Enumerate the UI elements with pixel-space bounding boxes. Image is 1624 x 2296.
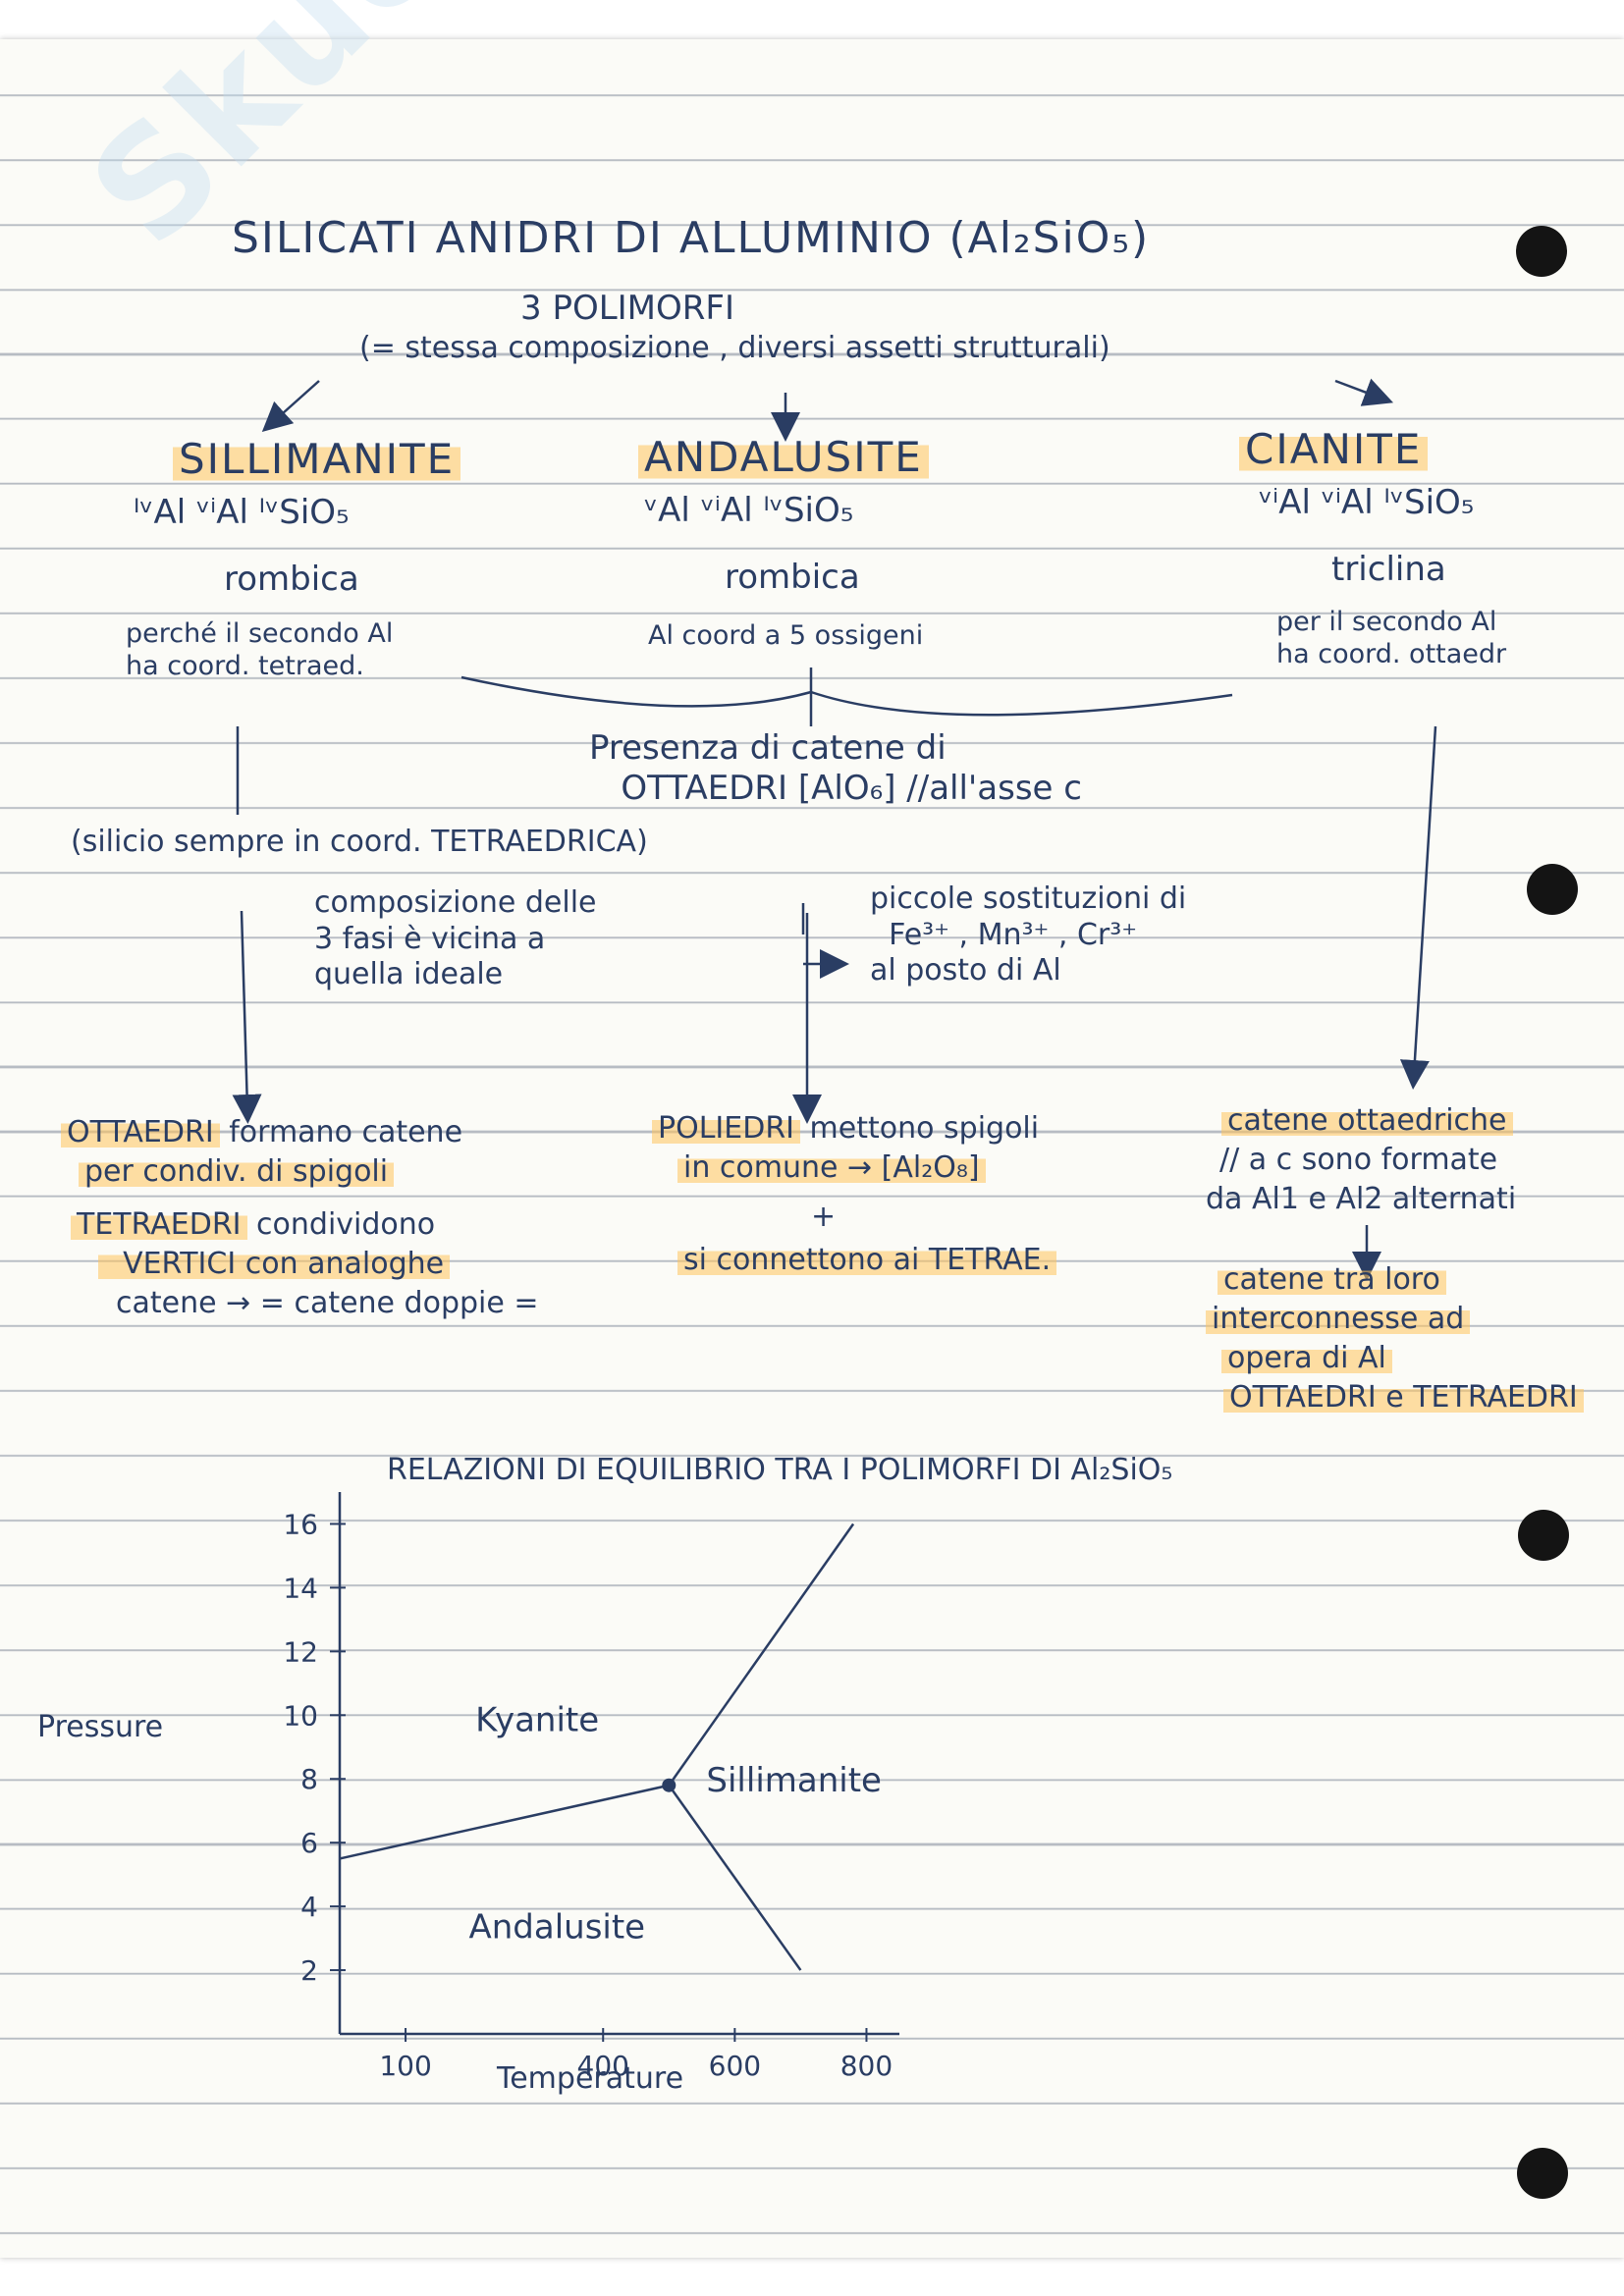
substitutions-note: piccole sostituzioni di Fe³⁺ , Mn³⁺ , Cr… (870, 881, 1187, 988)
cianite-details-line: // a c sono formate (1219, 1143, 1498, 1177)
polymorph-name-cianite: CIANITE (1239, 424, 1429, 474)
triple-point (662, 1778, 677, 1792)
andalusite-details-line: in comune → [Al₂O₈] (677, 1150, 986, 1187)
phase-boundary-1 (668, 1522, 855, 1787)
cianite-alternation: da Al1 e Al2 alternati (1206, 1182, 1517, 1216)
polymorph-name-andalusite: ANDALUSITE (638, 432, 929, 482)
cianite-details: catene ottaedriche (1221, 1103, 1513, 1140)
phase-diagram: 2 4 6 8 10 12 14 16 100 400 600 800 KyaniteSillimani… (283, 1492, 899, 2082)
region-label-kyanite: Kyanite (475, 1701, 599, 1740)
silicon-note: (silicio sempre in coord. TETRAEDRICA) (71, 825, 648, 859)
x-tick-label: 600 (709, 2050, 761, 2082)
chart-title: RELAZIONI DI EQUILIBRIO TRA I POLIMORFI … (387, 1453, 1173, 1487)
y-tick-label: 16 (283, 1508, 318, 1540)
region-label-andalusite: Andalusite (468, 1908, 645, 1948)
y-tick-label: 6 (300, 1827, 318, 1859)
connector-lines (232, 378, 1437, 1281)
andalusite-details: POLIEDRI mettono spigoli (652, 1111, 1039, 1148)
subtitle-note: (= stessa composizione , diversi assetti… (359, 331, 1110, 365)
arrow-to-sillimanite (261, 380, 320, 432)
sillimanite-tetrahedra: TETRAEDRI condividono (71, 1207, 435, 1244)
arrow-to-cianite (1334, 378, 1394, 406)
sillimanite-double-chains: catene → = catene doppie = (116, 1286, 539, 1320)
binder-hole (1518, 1510, 1569, 1561)
page-title: SILICATI ANIDRI DI ALLUMINIO (Al₂SiO₅) (232, 213, 1151, 263)
x-tick-label: 800 (840, 2050, 893, 2082)
x-tick-label: 400 (577, 2050, 629, 2082)
cianite-interconnected: interconnesse ad (1206, 1302, 1471, 1338)
binder-hole (1516, 226, 1567, 277)
y-tick-label: 2 (300, 1954, 318, 1987)
phase-boundary-0 (339, 1784, 670, 1860)
chains-note: Presenza di catene di OTTAEDRI [AlO₆] //… (589, 728, 1082, 809)
andalusite-plus: + (811, 1200, 837, 1234)
polymorph-formula-sillimanite: ᴵᵛAl ᵛⁱAl ᴵᵛSiO₅ (134, 493, 350, 532)
arrow-to-cianite-details (1399, 725, 1437, 1090)
y-tick-label: 8 (300, 1763, 318, 1795)
y-tick-label: 14 (283, 1572, 318, 1604)
y-tick-label: 4 (300, 1891, 318, 1923)
cianite-chains: catene tra loro (1218, 1262, 1446, 1299)
x-tick-label: 100 (379, 2050, 431, 2082)
composition-note: composizione delle 3 fasi è vicina a que… (314, 885, 597, 992)
chart-y-label: Pressure (37, 1710, 164, 1744)
polymorph-system-andalusite: rombica (725, 558, 860, 597)
cianite-al: opera di Al (1221, 1341, 1392, 1377)
polymorph-note-andalusite: Al coord a 5 ossigeni (648, 620, 924, 651)
polymorph-note-cianite: per il secondo Al ha coord. ottaedr (1276, 607, 1507, 669)
sillimanite-vertices: VERTICI con analoghe (98, 1247, 451, 1283)
y-tick-label: 10 (283, 1699, 318, 1732)
y-tick-label: 12 (283, 1635, 318, 1668)
chart-x-label: Temperature (497, 2061, 684, 2096)
andalusite-tetrahedra: si connettono ai TETRAE. (677, 1243, 1057, 1279)
polymorph-formula-andalusite: ᵛAl ᵛⁱAl ᴵᵛSiO₅ (644, 491, 854, 530)
polymorph-system-cianite: triclina (1331, 550, 1446, 589)
binder-hole (1517, 2148, 1568, 2199)
region-label-sillimanite: Sillimanite (706, 1761, 882, 1800)
subtitle: 3 POLIMORFI (520, 289, 734, 328)
sillimanite-details: OTTAEDRI formano catene (61, 1115, 462, 1151)
binder-hole (1527, 864, 1578, 915)
polymorph-formula-cianite: ᵛⁱAl ᵛⁱAl ᴵᵛSiO₅ (1259, 483, 1475, 522)
polymorph-system-sillimanite: rombica (224, 560, 359, 599)
arrow-to-sillimanite-details (232, 910, 262, 1124)
phase-boundary-2 (668, 1785, 802, 1971)
cianite-polyhedra: OTTAEDRI e TETRAEDRI (1223, 1380, 1584, 1416)
sillimanite-details-line: per condiv. di spigoli (79, 1154, 395, 1191)
polymorph-name-sillimanite: SILLIMANITE (173, 434, 461, 484)
polymorph-note-sillimanite: perché il secondo Al ha coord. tetraed. (126, 618, 394, 681)
